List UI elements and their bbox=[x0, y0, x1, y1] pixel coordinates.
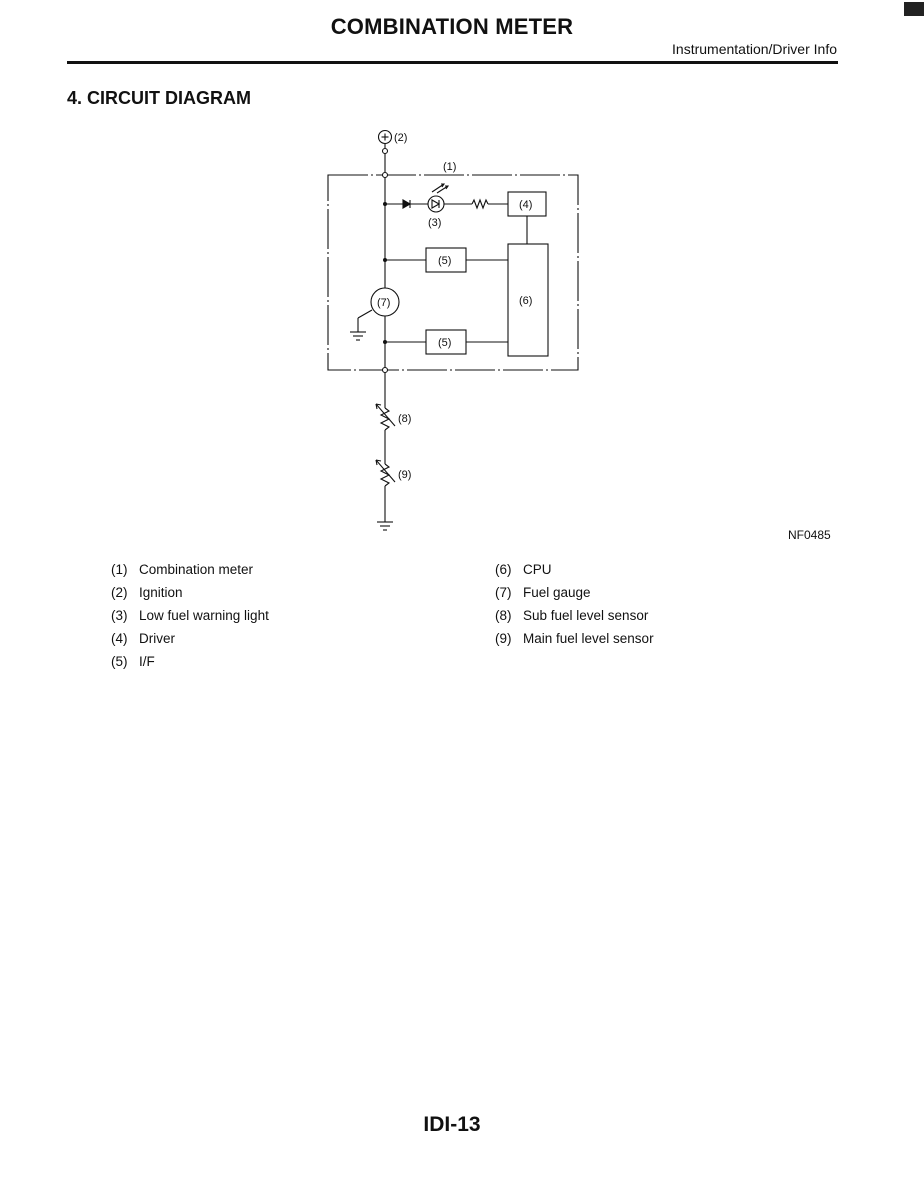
legend-item: (7) Fuel gauge bbox=[495, 585, 591, 600]
legend-item: (8) Sub fuel level sensor bbox=[495, 608, 649, 623]
legend-item: (2) Ignition bbox=[111, 585, 183, 600]
figure-reference: NF0485 bbox=[788, 528, 831, 542]
warning-light-icon bbox=[427, 195, 445, 213]
legend-item: (4) Driver bbox=[111, 631, 175, 646]
page-number: IDI-13 bbox=[423, 1113, 481, 1136]
legend-item: (5) I/F bbox=[111, 654, 155, 669]
cpu-box bbox=[507, 243, 549, 357]
resistor-icon bbox=[471, 198, 489, 210]
legend-item: (1) Combination meter bbox=[111, 562, 254, 577]
label-cpu: (6) bbox=[519, 295, 532, 307]
page-title: COMBINATION METER bbox=[330, 14, 574, 39]
label-driver: (4) bbox=[519, 199, 532, 211]
legend-item: (9) Main fuel level sensor bbox=[495, 631, 654, 646]
label-main-fuel-sensor: (9) bbox=[398, 469, 411, 481]
header-rule bbox=[67, 61, 838, 64]
label-warning-light: (3) bbox=[428, 217, 441, 229]
label-sub-fuel-sensor: (8) bbox=[398, 413, 411, 425]
label-interface-lower: (5) bbox=[438, 337, 451, 349]
legend-right: (6) CPU (7) Fuel gauge (8) Sub fuel leve… bbox=[495, 558, 654, 650]
label-ignition: (2) bbox=[394, 132, 407, 144]
label-interface-upper: (5) bbox=[438, 255, 451, 267]
section-heading: 4. CIRCUIT DIAGRAM bbox=[67, 88, 251, 108]
legend-left: (1) Combination meter (2) Ignition (3) L… bbox=[111, 558, 269, 673]
corner-scan-mark bbox=[904, 2, 924, 16]
circuit-diagram: (2) (1) (3) (4) (5) (6) (7) (5) (8) (9) bbox=[300, 120, 620, 540]
combination-meter-outline bbox=[327, 174, 579, 371]
legend-item: (3) Low fuel warning light bbox=[111, 608, 269, 623]
fuel-gauge-icon bbox=[370, 287, 400, 317]
circuit-diagram-svg: (2) (1) (3) (4) (5) (6) (7) (5) (8) (9) bbox=[327, 129, 579, 531]
label-combination-meter: (1) bbox=[443, 161, 456, 173]
section-tag: Instrumentation/Driver Info bbox=[672, 41, 837, 57]
label-fuel-gauge: (7) bbox=[377, 297, 390, 309]
legend-item: (6) CPU bbox=[495, 562, 552, 577]
